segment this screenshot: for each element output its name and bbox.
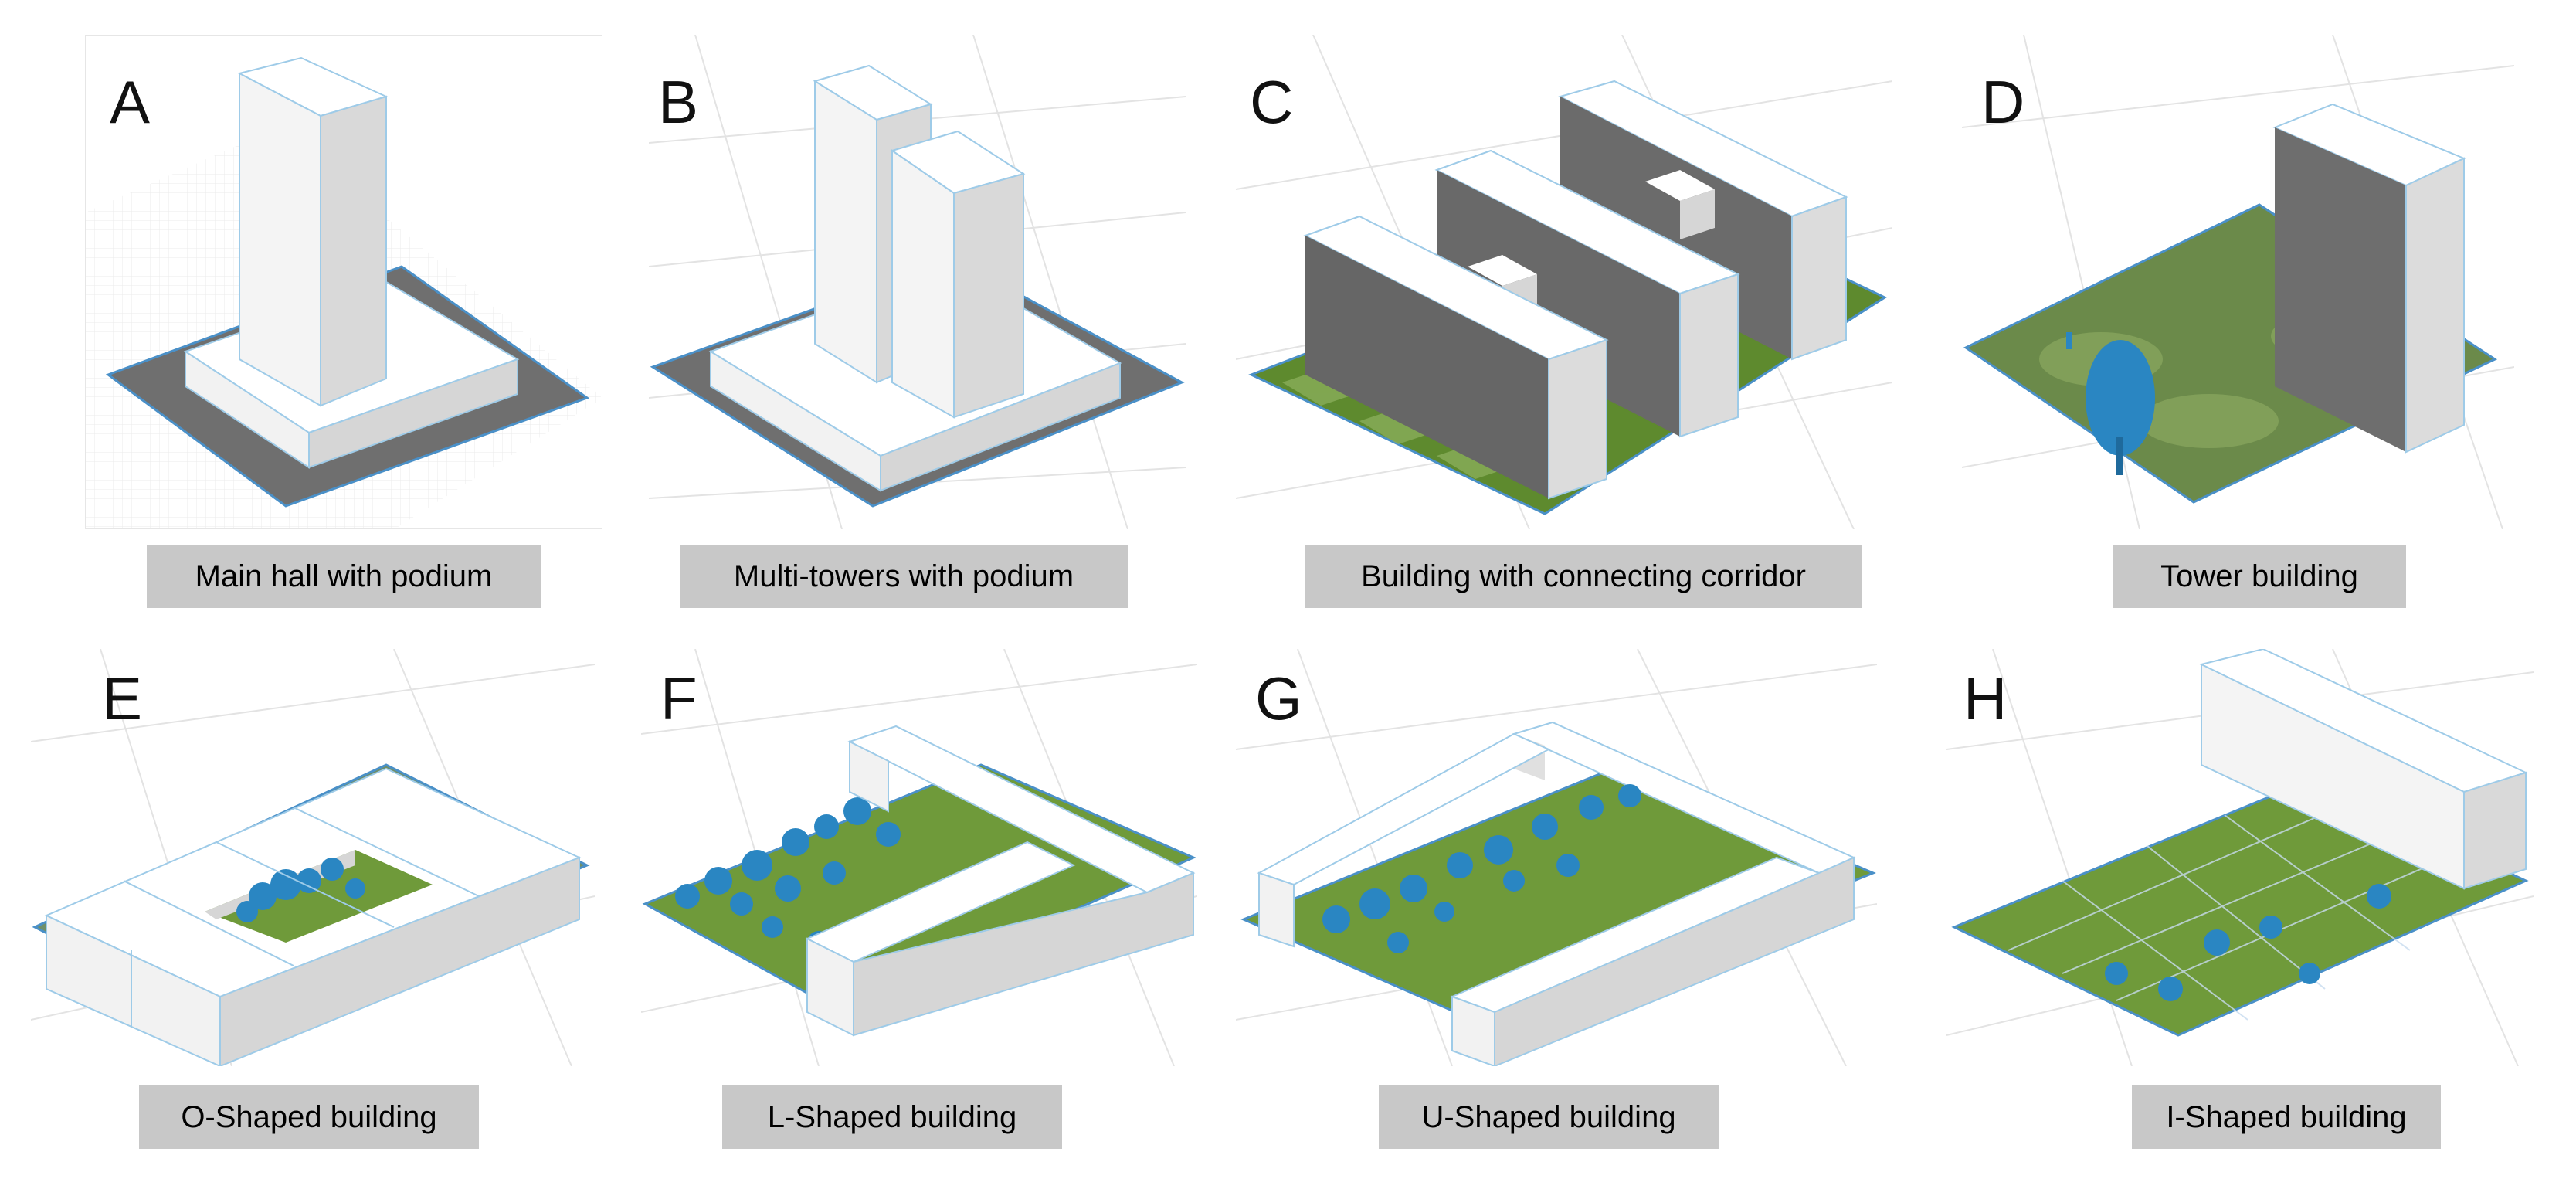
caption-c: Building with connecting corridor: [1305, 545, 1862, 608]
courtyard-grass: [205, 850, 433, 943]
slab-building: [2463, 771, 2527, 890]
slab-building: [1305, 236, 1549, 498]
panel-f: F: [641, 649, 1197, 1066]
illustration-building-with-connecting-corridor: [1236, 35, 1892, 529]
caption-b: Multi-towers with podium: [680, 545, 1128, 608]
tower: [239, 72, 321, 407]
caption-h: I-Shaped building: [2132, 1085, 2441, 1149]
caption-e: O-Shaped building: [139, 1085, 479, 1149]
tower: [891, 149, 955, 419]
panel-letter: H: [1963, 664, 2008, 732]
tower: [2275, 127, 2406, 452]
panel-a: A: [85, 35, 602, 529]
panel-letter: C: [1250, 68, 1294, 136]
panel-d: D: [1962, 35, 2514, 529]
panel-letter: F: [660, 664, 697, 732]
illustration-i-shaped-building: [1946, 649, 2534, 1066]
caption-a: Main hall with podium: [147, 545, 541, 608]
illustration-main-hall-with-podium: [85, 35, 602, 529]
panel-letter: G: [1255, 664, 1302, 732]
panel-letter: A: [110, 68, 151, 136]
panel-g: G: [1236, 649, 1877, 1066]
illustration-l-shaped-building: [641, 649, 1197, 1066]
caption-g: U-Shaped building: [1379, 1085, 1719, 1149]
panel-letter: B: [658, 68, 699, 136]
panel-b: B: [649, 35, 1186, 529]
illustration-o-shaped-building: [31, 649, 595, 1066]
panel-letter: D: [1981, 68, 2025, 136]
tree: [2086, 340, 2155, 475]
illustration-u-shaped-building: [1236, 649, 1877, 1066]
panel-h: H: [1946, 649, 2534, 1066]
illustration-multi-towers-with-podium: [649, 35, 1186, 529]
panel-letter: E: [102, 664, 143, 732]
illustration-tower-building: [1962, 35, 2514, 529]
panel-c: C: [1236, 35, 1892, 529]
panel-e: E: [31, 649, 595, 1066]
caption-d: Tower building: [2113, 545, 2406, 608]
caption-f: L-Shaped building: [722, 1085, 1062, 1149]
